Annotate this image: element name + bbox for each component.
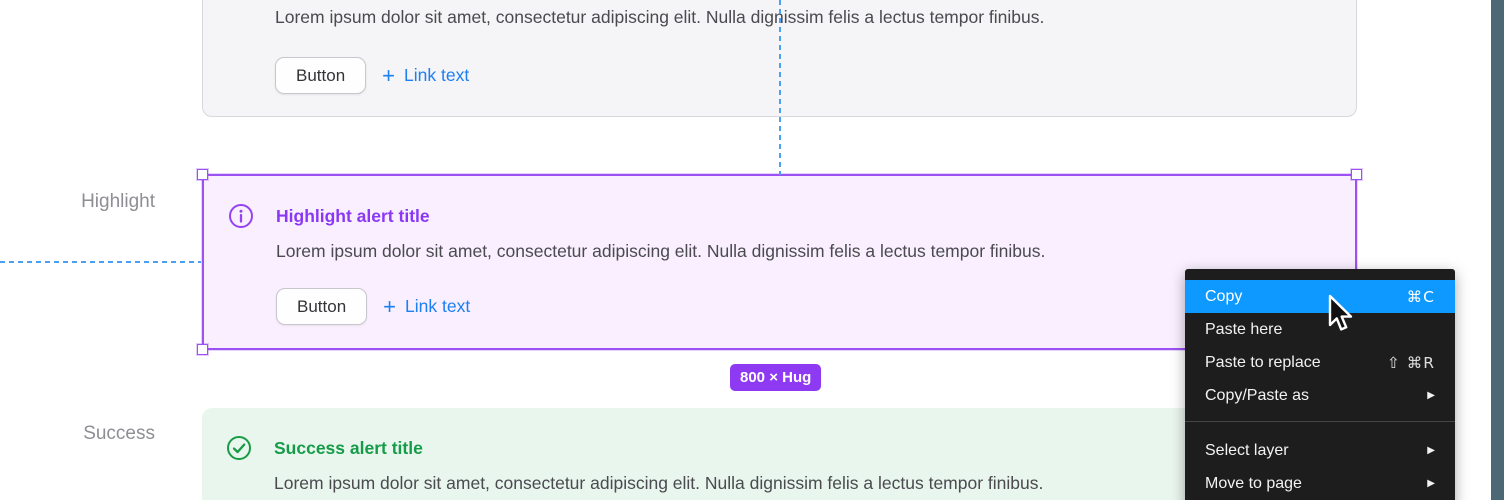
alert-body-text: Lorem ipsum dolor sit amet, consectetur … <box>276 241 1046 261</box>
menu-item-paste-to-replace[interactable]: Paste to replace ⇧ ⌘R <box>1185 346 1455 379</box>
link-label: Link text <box>404 65 470 85</box>
size-badge: 800 × Hug <box>730 364 822 391</box>
alert-body-text: Lorem ipsum dolor sit amet, consectetur … <box>275 7 1045 27</box>
context-menu: Copy ⌘C Paste here Paste to replace ⇧ ⌘R… <box>1185 269 1455 500</box>
menu-item-label: Paste here <box>1205 320 1283 338</box>
highlight-alert-card[interactable]: Highlight alert title Lorem ipsum dolor … <box>202 174 1357 350</box>
menu-item-select-layer[interactable]: Select layer ▶ <box>1185 434 1455 467</box>
plus-icon: + <box>382 62 396 88</box>
menu-item-label: Copy/Paste as <box>1205 386 1310 404</box>
plus-icon: + <box>383 293 397 319</box>
alert-title: Highlight alert title <box>276 206 430 226</box>
submenu-arrow-icon: ▶ <box>1427 390 1435 401</box>
menu-item-label: Copy <box>1205 287 1243 305</box>
selection-handle-bottom-left[interactable] <box>197 344 208 355</box>
alert-body-text: Lorem ipsum dolor sit amet, consectetur … <box>274 473 1044 493</box>
link-label: Link text <box>405 296 471 316</box>
row-label-highlight: Highlight <box>81 191 155 212</box>
menu-separator <box>1185 421 1455 422</box>
alert-link[interactable]: + Link text <box>382 62 470 88</box>
submenu-arrow-icon: ▶ <box>1427 478 1435 489</box>
menu-item-copy-paste-as[interactable]: Copy/Paste as ▶ <box>1185 379 1455 412</box>
submenu-arrow-icon: ▶ <box>1427 445 1435 456</box>
success-alert-card[interactable]: Success alert title Lorem ipsum dolor si… <box>202 408 1357 500</box>
mouse-cursor-icon <box>1328 294 1353 331</box>
info-icon <box>229 204 253 228</box>
alignment-guide-vertical <box>779 0 781 175</box>
alert-button[interactable]: Button <box>275 57 367 94</box>
selection-handle-top-left[interactable] <box>197 169 208 180</box>
alert-title: Success alert title <box>274 438 423 458</box>
menu-item-label: Paste to replace <box>1205 353 1321 371</box>
menu-item-copy[interactable]: Copy ⌘C <box>1185 280 1455 313</box>
selection-handle-top-right[interactable] <box>1351 169 1362 180</box>
menu-shortcut: ⇧ ⌘R <box>1386 353 1435 372</box>
alert-button[interactable]: Button <box>276 288 368 325</box>
menu-item-label: Move to page <box>1205 474 1302 492</box>
alignment-guide-horizontal <box>0 261 201 263</box>
right-panel-edge <box>1491 0 1504 500</box>
check-circle-icon <box>227 436 251 460</box>
menu-item-paste-here[interactable]: Paste here <box>1185 313 1455 346</box>
row-label-success: Success <box>83 423 155 444</box>
menu-item-move-to-page[interactable]: Move to page ▶ <box>1185 467 1455 500</box>
menu-item-label: Select layer <box>1205 441 1289 459</box>
menu-shortcut: ⌘C <box>1406 287 1435 306</box>
alert-link[interactable]: + Link text <box>383 293 471 319</box>
